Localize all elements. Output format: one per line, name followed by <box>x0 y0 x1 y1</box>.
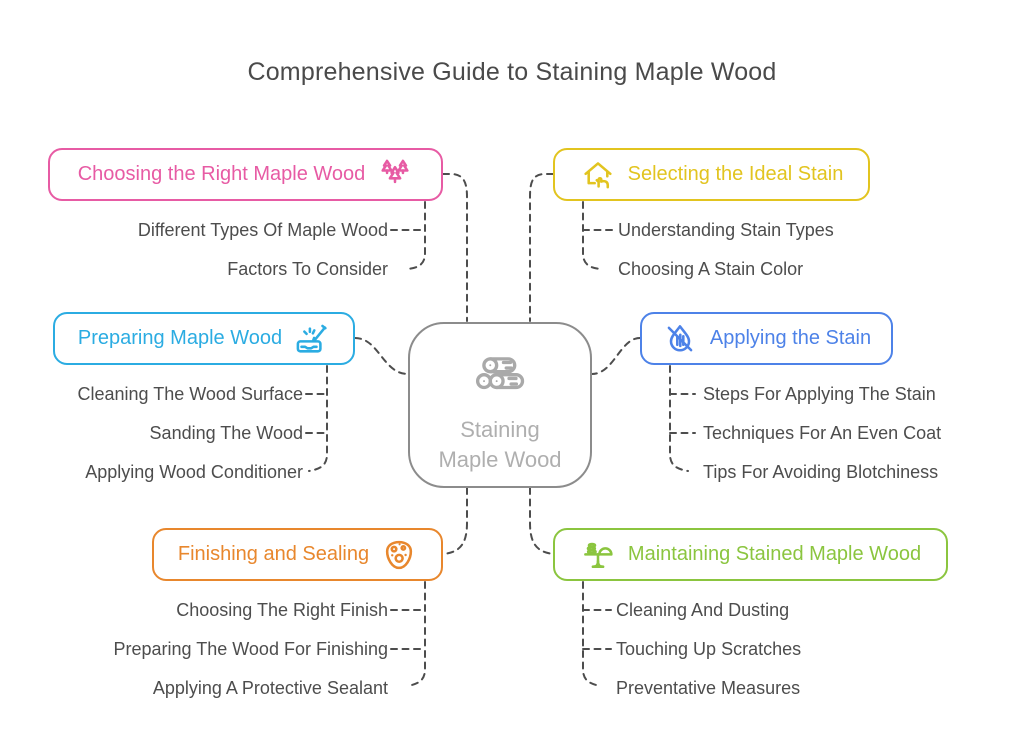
branch-label: Finishing and Sealing <box>177 543 370 565</box>
branch-label: Selecting the Ideal Stain <box>627 163 844 185</box>
branch-node-applying-the-stain: Applying the Stain <box>640 312 893 365</box>
pine-trees-icon <box>377 157 413 193</box>
droplet-off-icon <box>662 321 698 357</box>
subtopic-applying-a-protective-sealant: Applying A Protective Sealant <box>152 678 388 698</box>
branch-label: Applying the Stain <box>709 327 872 349</box>
branch-node-selecting-ideal-stain: Selecting the Ideal Stain <box>553 148 870 201</box>
branch-label: Preparing Maple Wood <box>77 327 283 349</box>
branch-node-finishing-and-sealing: Finishing and Sealing <box>152 528 443 581</box>
branch-node-preparing-maple-wood: Preparing Maple Wood <box>53 312 355 365</box>
wood-logs-icon <box>469 350 531 405</box>
center-topic-node: Staining Maple Wood <box>408 322 592 488</box>
subtopic-preventative-measures: Preventative Measures <box>616 678 801 698</box>
subtopic-factors-to-consider: Factors To Consider <box>227 259 388 279</box>
subtopic-cleaning-and-dusting: Cleaning And Dusting <box>616 600 790 620</box>
branch-label: Choosing the Right Maple Wood <box>77 163 366 185</box>
subtopic-sanding-the-wood: Sanding The Wood <box>149 423 303 443</box>
subtopic-choosing-a-stain-color: Choosing A Stain Color <box>618 259 804 279</box>
subtopic-different-types-of-maple-wood: Different Types Of Maple Wood <box>137 220 388 240</box>
subtopic-touching-up-scratches: Touching Up Scratches <box>616 639 802 659</box>
subtopic-applying-wood-conditioner: Applying Wood Conditioner <box>85 462 303 482</box>
center-topic-label: Staining Maple Wood <box>438 417 562 472</box>
subtopic-preparing-the-wood-for-finishing: Preparing The Wood For Finishing <box>113 639 388 659</box>
page-title: Comprehensive Guide to Staining Maple Wo… <box>247 58 777 86</box>
house-select-icon <box>580 157 616 193</box>
wood-carving-icon <box>294 321 330 357</box>
subtopic-choosing-the-right-finish: Choosing The Right Finish <box>176 600 388 620</box>
subtopic-tips-for-avoiding-blotchiness: Tips For Avoiding Blotchiness <box>703 462 939 482</box>
palette-icon <box>381 537 417 573</box>
display-stand-icon <box>580 537 616 573</box>
subtopic-cleaning-the-wood-surface: Cleaning The Wood Surface <box>77 384 303 404</box>
subtopic-steps-for-applying-the-stain: Steps For Applying The Stain <box>703 384 936 404</box>
branch-label: Maintaining Stained Maple Wood <box>627 543 922 565</box>
branch-node-maintaining-stained-maple-wood: Maintaining Stained Maple Wood <box>553 528 948 581</box>
subtopic-understanding-stain-types: Understanding Stain Types <box>618 220 834 240</box>
branch-node-choosing-right-maple-wood: Choosing the Right Maple Wood <box>48 148 443 201</box>
subtopic-techniques-for-an-even-coat: Techniques For An Even Coat <box>703 423 942 443</box>
